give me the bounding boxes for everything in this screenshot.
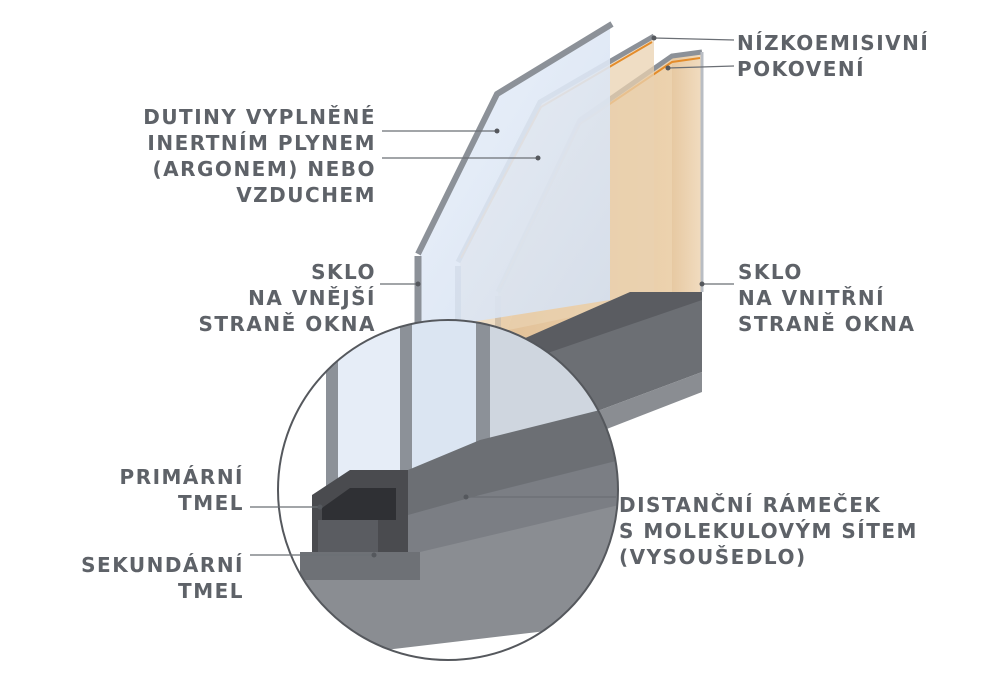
label-inner-glass: SKLO NA VNITŘNÍ STRANĚ OKNA	[738, 259, 916, 337]
label-line: POKOVENÍ	[737, 57, 866, 81]
label-line: NÍZKOEMISIVNÍ	[737, 31, 930, 55]
label-spacer: DISTANČNÍ RÁMEČEK S MOLEKULOVÝM SÍTEM (V…	[619, 492, 918, 570]
label-line: DUTINY VYPLNĚNÉ	[143, 105, 376, 129]
label-line: SEKUNDÁRNÍ	[81, 553, 244, 577]
label-line: INERTNÍM PLYNEM	[147, 131, 376, 155]
label-line: PRIMÁRNÍ	[119, 465, 244, 489]
label-line: S MOLEKULOVÝM SÍTEM	[619, 519, 918, 543]
label-line: NA VNITŘNÍ	[738, 286, 886, 310]
label-secondary-sealant: SEKUNDÁRNÍ TMEL	[81, 552, 244, 604]
label-line: TMEL	[178, 491, 244, 515]
label-line: DISTANČNÍ RÁMEČEK	[619, 493, 882, 517]
label-line: NA VNĚJŠÍ	[248, 286, 376, 310]
label-line: SKLO	[311, 260, 376, 284]
label-line: VZDUCHEM	[236, 183, 376, 207]
label-line: SKLO	[738, 260, 803, 284]
label-line: (VYSOUŠEDLO)	[619, 545, 807, 569]
label-line: STRANĚ OKNA	[198, 312, 376, 336]
label-outer-glass: SKLO NA VNĚJŠÍ STRANĚ OKNA	[198, 259, 376, 337]
leader-coating-1	[653, 37, 735, 41]
leader-lines	[250, 37, 735, 556]
label-line: TMEL	[178, 579, 244, 603]
leader-dots	[317, 35, 705, 558]
label-gas-cavities: DUTINY VYPLNĚNÉ INERTNÍM PLYNEM (ARGONEM…	[143, 104, 376, 208]
outer-glass-pane	[414, 21, 614, 335]
leader-coating-2	[667, 65, 735, 69]
label-primary-sealant: PRIMÁRNÍ TMEL	[120, 464, 244, 516]
label-low-e-coating: NÍZKOEMISIVNÍ POKOVENÍ	[737, 30, 929, 82]
label-line: STRANĚ OKNA	[738, 312, 916, 336]
label-line: (ARGONEM) NEBO	[152, 157, 376, 181]
